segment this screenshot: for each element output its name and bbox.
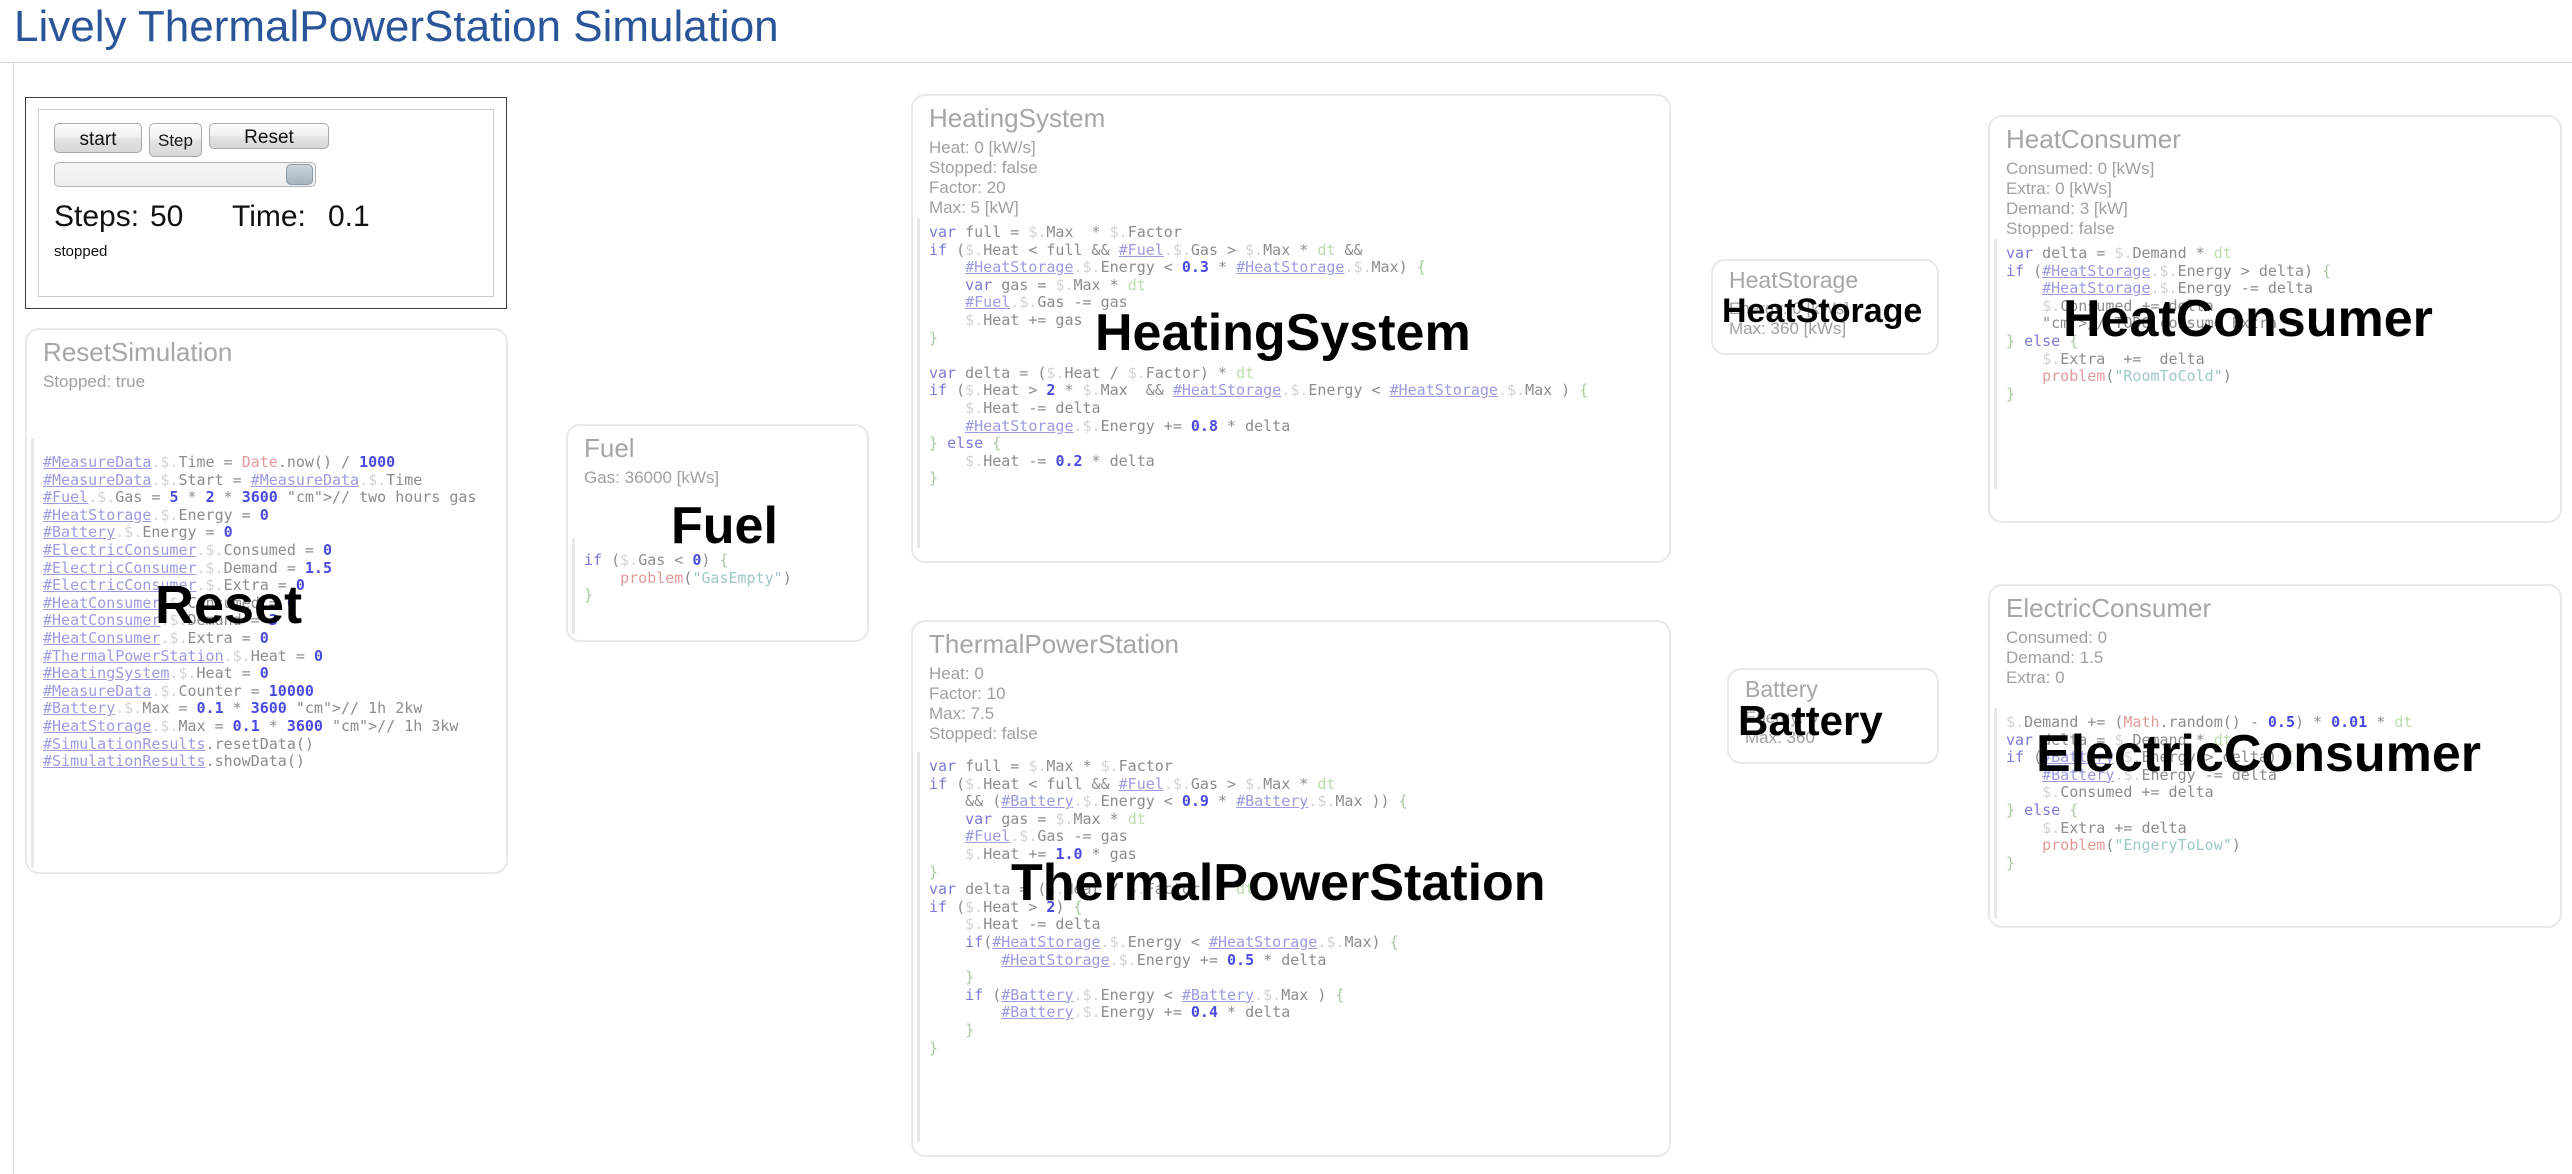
card-code[interactable]: var delta = $.Demand * dt if (#HeatStora…: [2006, 244, 2332, 403]
speed-slider[interactable]: [54, 162, 316, 187]
card-code[interactable]: #MeasureData.$.Time = Date.now() / 1000 …: [43, 453, 477, 771]
left-margin-divider: [13, 63, 14, 1174]
time-value: 0.1: [328, 200, 370, 233]
card-title: Battery: [1745, 676, 1818, 702]
card-title: HeatStorage: [1729, 267, 1859, 293]
simulation-control-inner: start Step Reset Steps: 50 Time: 0.1 stoppe…: [38, 109, 494, 297]
card-fuel[interactable]: Fuel Gas: 36000 [kWs] if ($.Gas < 0) { p…: [566, 424, 869, 642]
card-title: HeatingSystem: [929, 103, 1106, 133]
overlay-label-battery: Battery: [1738, 697, 1883, 744]
simulation-state: stopped: [54, 243, 108, 260]
code-gutter: [1994, 239, 1997, 489]
code-gutter: [31, 438, 34, 868]
reset-button[interactable]: Reset: [209, 123, 329, 149]
card-properties: Consumed: 0 [kWs] Extra: 0 [kWs] Demand:…: [2006, 159, 2155, 238]
card-battery[interactable]: Battery Energy: 0 Max: 360: [1727, 668, 1939, 764]
overlay-label-electric-consumer: ElectricConsumer: [2036, 725, 2482, 783]
overlay-label-reset: Reset: [155, 575, 303, 635]
card-properties: Energy: 0 [kWs] Max: 360 [kWs]: [1729, 299, 1849, 338]
overlay-label-heating-system: HeatingSystem: [1095, 304, 1471, 362]
simulation-control-panel: start Step Reset Steps: 50 Time: 0.1 stoppe…: [25, 97, 507, 309]
card-heat-consumer[interactable]: HeatConsumer Consumed: 0 [kWs] Extra: 0 …: [1988, 115, 2562, 523]
overlay-label-thermal-power-station: ThermalPowerStation: [1011, 854, 1546, 912]
card-code[interactable]: var full = $.Max * $.Factor if ($.Heat <…: [929, 223, 1589, 488]
card-title: ThermalPowerStation: [929, 629, 1179, 659]
card-properties: Heat: 0 Factor: 10 Max: 7.5 Stopped: fal…: [929, 664, 1038, 743]
card-title: ResetSimulation: [43, 337, 233, 367]
card-thermal-power-station[interactable]: ThermalPowerStation Heat: 0 Factor: 10 M…: [911, 620, 1671, 1157]
card-properties: Energy: 0 Max: 360: [1745, 708, 1818, 747]
card-heat-storage[interactable]: HeatStorage Energy: 0 [kWs] Max: 360 [kW…: [1711, 259, 1939, 355]
card-properties: Stopped: true: [43, 372, 146, 391]
header-divider: [0, 62, 2572, 63]
card-heating-system[interactable]: HeatingSystem Heat: 0 [kW/s] Stopped: fa…: [911, 94, 1671, 563]
overlay-label-heat-storage: HeatStorage: [1722, 292, 1923, 330]
card-properties: Heat: 0 [kW/s] Stopped: false Factor: 20…: [929, 138, 1038, 217]
card-properties: Consumed: 0 Demand: 1.5 Extra: 0: [2006, 628, 2108, 687]
overlay-label-fuel: Fuel: [671, 497, 778, 555]
card-title: ElectricConsumer: [2006, 593, 2212, 623]
card-reset-simulation[interactable]: ResetSimulation Stopped: true #MeasureDa…: [25, 328, 508, 874]
speed-slider-knob[interactable]: [286, 164, 313, 185]
steps-label: Steps:: [54, 200, 140, 233]
step-button[interactable]: Step: [149, 123, 202, 157]
card-title: Fuel: [584, 433, 635, 463]
card-properties: Gas: 36000 [kWs]: [584, 468, 720, 487]
page-title: Lively ThermalPowerStation Simulation: [14, 2, 779, 51]
code-gutter: [572, 538, 575, 634]
time-label: Time:: [232, 200, 306, 233]
start-button[interactable]: start: [54, 123, 142, 153]
code-gutter: [917, 752, 920, 1142]
card-electric-consumer[interactable]: ElectricConsumer Consumed: 0 Demand: 1.5…: [1988, 584, 2562, 928]
control-button-row: start Step Reset: [54, 123, 329, 157]
code-gutter: [1994, 708, 1997, 918]
overlay-label-heat-consumer: HeatConsumer: [2063, 290, 2433, 348]
card-code[interactable]: if ($.Gas < 0) { problem("GasEmpty") }: [584, 551, 792, 605]
code-gutter: [917, 218, 920, 548]
simulation-readout: Steps: 50 Time: 0.1: [54, 200, 370, 234]
card-code[interactable]: $.Demand += (Math.random() - 0.5) * 0.01…: [2006, 713, 2413, 872]
steps-value: 50: [150, 200, 184, 233]
card-title: HeatConsumer: [2006, 124, 2181, 154]
card-code[interactable]: var full = $.Max * $.Factor if ($.Heat <…: [929, 757, 1408, 1057]
